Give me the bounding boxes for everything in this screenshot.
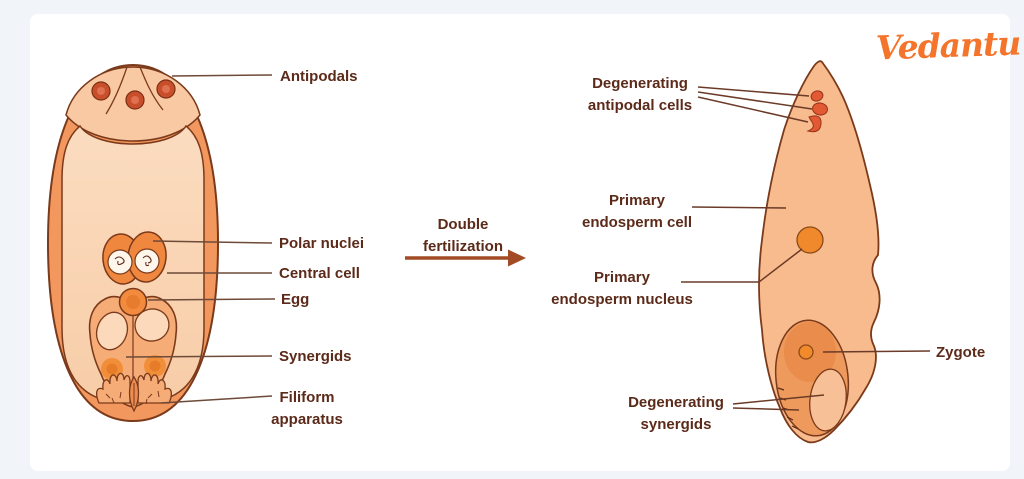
antipodal-nucleus (156, 79, 176, 99)
label-filiform-apparatus: Filiform apparatus (271, 389, 343, 428)
primary-endosperm-nucleus (796, 226, 824, 254)
embryo-sac-diagram (46, 63, 276, 423)
synergid-nucleus (144, 355, 166, 377)
label-primary-endosperm-nucleus: Primary endosperm nucleus (551, 269, 693, 308)
synergid-nucleus (101, 358, 123, 380)
zygote-region (774, 319, 850, 437)
vedantu-logo: Vedantu (875, 23, 1021, 68)
antipodal-cells (65, 66, 201, 142)
filiform-apparatus (96, 372, 172, 413)
label-synergids: Synergids (279, 348, 352, 365)
degenerating-antipodal-cells (806, 90, 828, 133)
post-fertilization-diagram (681, 60, 931, 444)
label-central-cell: Central cell (279, 265, 360, 282)
egg-apparatus (88, 287, 178, 413)
label-double-fertilization: Double fertilization (422, 216, 504, 255)
label-degenerating-synergids: Degenerating synergids (628, 394, 724, 433)
label-polar-nuclei: Polar nuclei (279, 235, 365, 252)
leader-lines-left (125, 74, 276, 404)
leader-lines-right (681, 86, 931, 411)
label-primary-endosperm-cell: Primary endosperm cell (581, 192, 693, 231)
degenerated-synergid-remnant (809, 368, 847, 432)
label-antipodals: Antipodals (280, 68, 358, 85)
label-degenerating-antipodal-cells: Degenerating antipodal cells (587, 75, 693, 114)
label-egg: Egg (281, 291, 310, 308)
double-fertilization-arrow (405, 249, 526, 267)
zygote-nucleus (798, 344, 814, 360)
antipodal-nucleus (91, 81, 111, 101)
egg-cell (118, 287, 148, 317)
polar-nuclei (102, 231, 167, 285)
antipodal-nucleus (125, 90, 145, 110)
label-zygote: Zygote (936, 344, 986, 361)
